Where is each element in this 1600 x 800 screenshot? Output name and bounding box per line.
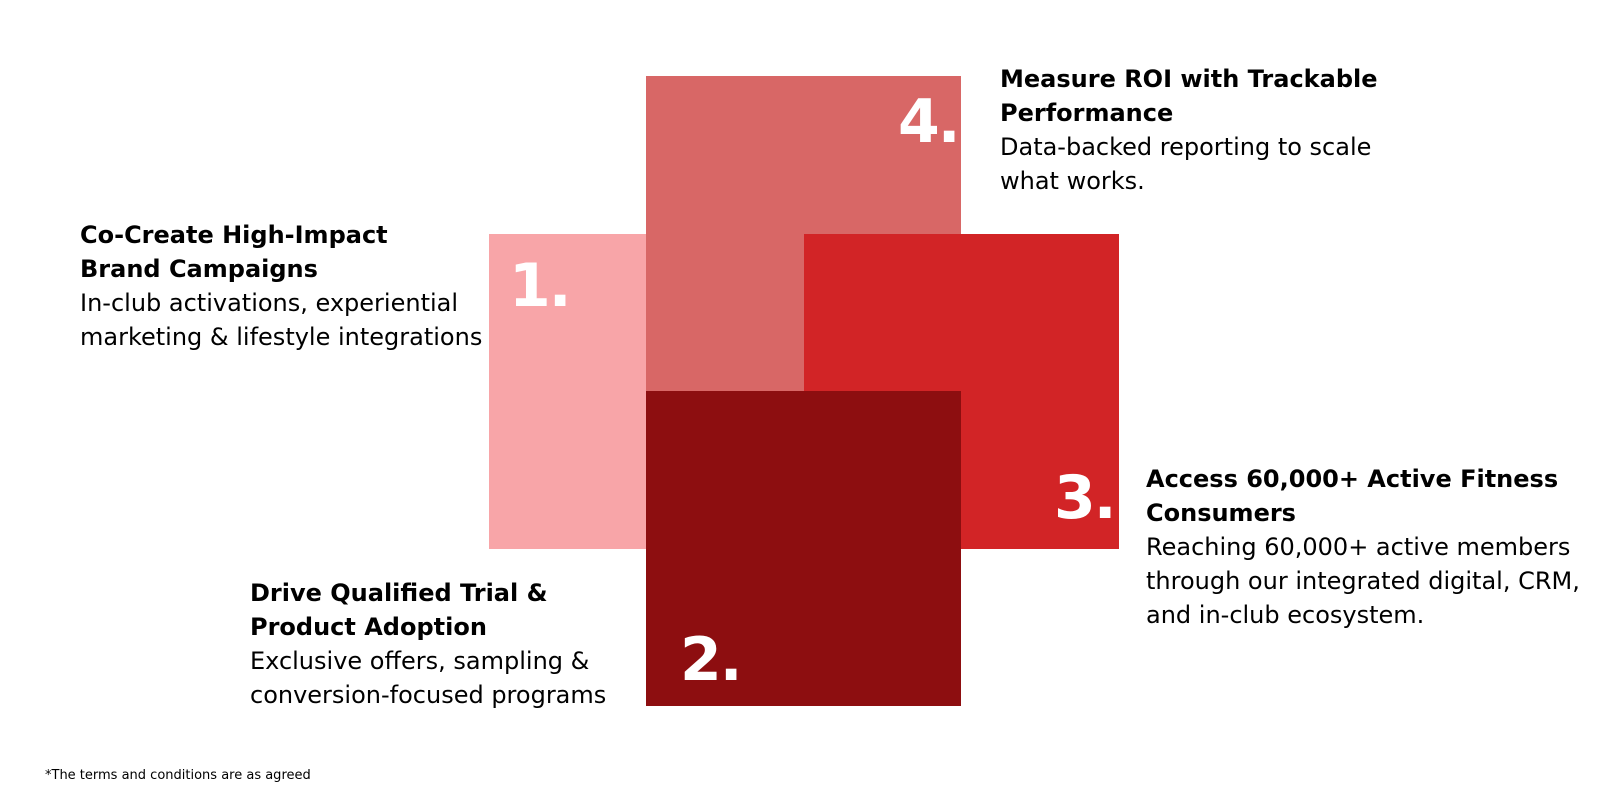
step-3-text: Access 60,000+ Active Fitness Consumers … <box>1146 462 1596 632</box>
step-2-text: Drive Qualified Trial & Product Adoption… <box>250 576 630 712</box>
step-2-description-line-2: conversion-focused programs <box>250 681 607 709</box>
step-1-description-line-2: marketing & lifestyle integrations <box>80 323 483 351</box>
step-1-title-line-2: Brand Campaigns <box>80 255 318 283</box>
step-3-description-line-3: and in-club ecosystem. <box>1146 601 1425 629</box>
step-4-text: Measure ROI with Trackable Performance D… <box>1000 62 1380 198</box>
terms-footnote: *The terms and conditions are as agreed <box>45 768 311 783</box>
step-3-description-line-1: Reaching 60,000+ active members <box>1146 533 1571 561</box>
step-1-number: 1. <box>509 251 572 321</box>
step-1-title-line-1: Co-Create High-Impact <box>80 221 388 249</box>
step-3-number: 3. <box>1054 463 1117 533</box>
step-4-description-line-1: Data-backed reporting to scale <box>1000 133 1372 161</box>
step-4-title-line-1: Measure ROI with Trackable <box>1000 65 1378 93</box>
step-2-title-line-1: Drive Qualified Trial & <box>250 579 548 607</box>
step-4-number: 4. <box>898 87 961 157</box>
step-4-title-line-2: Performance <box>1000 99 1174 127</box>
step-2-description-line-1: Exclusive offers, sampling & <box>250 647 590 675</box>
step-3-title-line-2: Consumers <box>1146 499 1296 527</box>
step-1-text: Co-Create High-Impact Brand Campaigns In… <box>80 218 485 354</box>
step-3-title-line-1: Access 60,000+ Active Fitness <box>1146 465 1559 493</box>
step-2-number: 2. <box>680 625 743 695</box>
step-2-square <box>646 391 961 706</box>
step-2-title-line-2: Product Adoption <box>250 613 487 641</box>
step-1-description-line-1: In-club activations, experiential <box>80 289 459 317</box>
step-4-description-line-2: what works. <box>1000 167 1145 195</box>
step-3-description-line-2: through our integrated digital, CRM, <box>1146 567 1580 595</box>
